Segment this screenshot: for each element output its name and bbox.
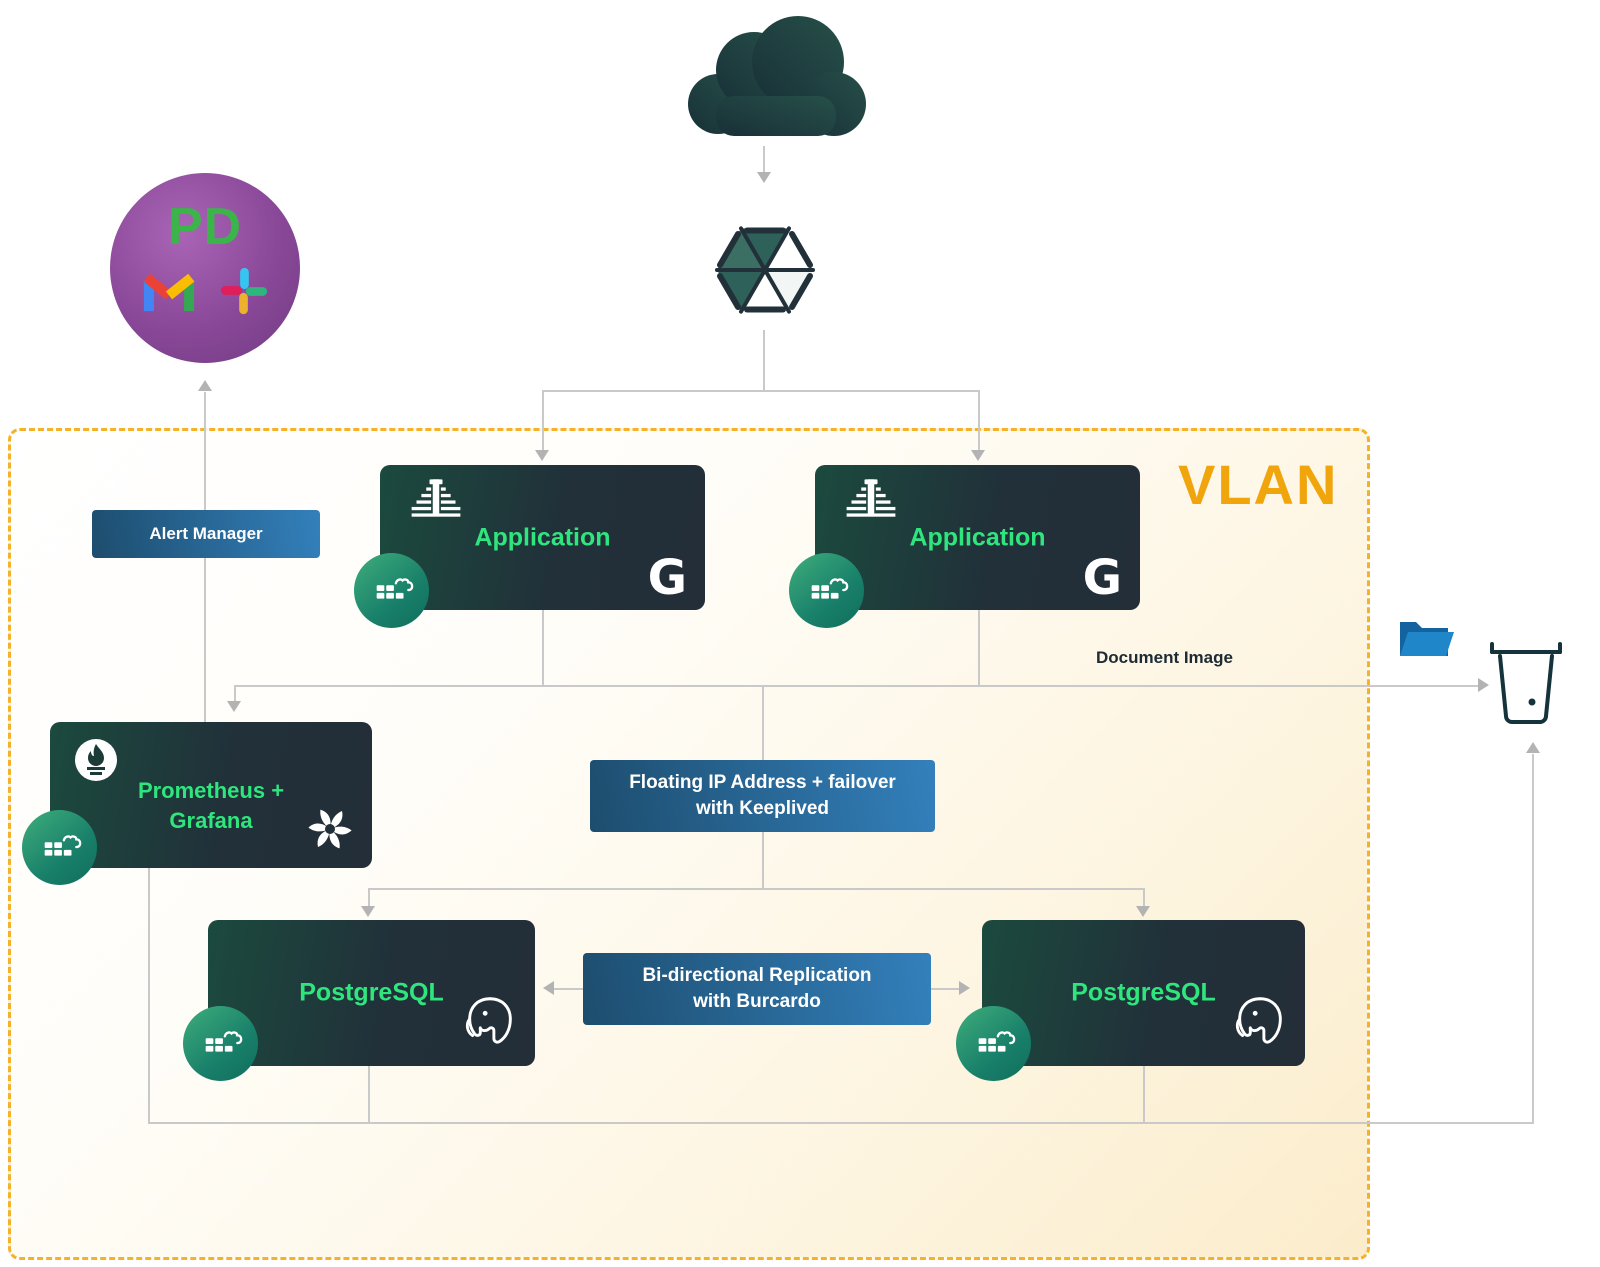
docker-icon [354,553,429,628]
application-label: Application [909,523,1046,551]
connector [978,390,980,450]
application-label: Application [474,523,611,551]
trash-bucket-icon [1488,640,1564,731]
grafana-icon [306,805,354,858]
connector [542,390,544,450]
arrowhead [198,380,212,391]
arrowhead [227,701,241,712]
connector [148,1122,1534,1124]
document-image-label: Document Image [1096,648,1233,667]
slack-icon [218,265,270,322]
arrowhead [757,172,771,183]
arrowhead [361,906,375,917]
vlan-label: VLAN [1178,453,1339,516]
alerting-services-circle: PD [110,173,300,363]
postgresql-elephant-icon [1229,991,1291,1058]
docker-icon [789,553,864,628]
gmail-icon [140,268,198,319]
arrowhead [1136,906,1150,917]
bidirectional-line-1: Bi-directional Replication [642,965,872,986]
docker-icon [22,810,97,885]
pyramid-icon [845,477,897,524]
arrowhead [543,981,554,995]
connector [148,868,150,1122]
connector [978,610,980,686]
connector [368,888,370,910]
arrowhead [971,450,985,461]
application-node-2: Application G [789,465,1140,628]
prometheus-icon [72,736,120,789]
connector [542,610,544,686]
postgresql-node-2: PostgreSQL [956,920,1305,1081]
label-line-1: Prometheus + [137,778,285,803]
postgresql-node-1: PostgreSQL [183,920,535,1081]
docker-icon [183,1006,258,1081]
bidirectional-line-2: with Burcardo [693,991,821,1012]
cloud-icon [652,4,878,151]
prometheus-grafana-node: Prometheus + Grafana [22,722,372,885]
arrowhead [1478,678,1489,692]
connector [234,685,1482,687]
pyramid-icon [410,477,462,524]
connector [762,685,764,760]
folder-icon [1396,610,1458,667]
connector [368,888,1144,890]
prometheus-grafana-label: Prometheus + Grafana [50,776,372,836]
connector [931,988,962,990]
docker-icon [956,1006,1031,1081]
arrowhead [535,450,549,461]
connector [368,1066,370,1122]
bidirectional-replication-node: Bi-directional Replication with Burcardo [583,953,931,1025]
arrowhead [1526,742,1540,753]
connector [542,390,979,392]
application-node-1: Application G [354,465,705,628]
alert-manager-node: Alert Manager [92,510,320,558]
g-hexagon-icon: G [1082,550,1122,606]
g-hexagon-icon: G [647,550,687,606]
connector [1143,1066,1145,1122]
connector [552,988,583,990]
connector [763,330,765,390]
arrowhead [959,981,970,995]
floating-ip-line-2: with Keeplived [695,798,830,819]
connector [1143,888,1145,910]
connector [763,146,765,174]
hexagon-network-icon [705,210,825,335]
floating-ip-node: Floating IP Address + failover with Keep… [590,760,935,832]
label-line-2: Grafana [169,808,253,833]
postgresql-elephant-icon [459,991,521,1058]
postgresql-label: PostgreSQL [299,978,444,1007]
postgresql-label: PostgreSQL [1071,978,1216,1007]
pagerduty-icon: PD [167,198,243,256]
connector [1532,754,1534,1122]
connector [762,832,764,888]
floating-ip-line-1: Floating IP Address + failover [629,772,896,793]
connector [234,685,236,703]
alert-manager-label: Alert Manager [149,524,263,543]
